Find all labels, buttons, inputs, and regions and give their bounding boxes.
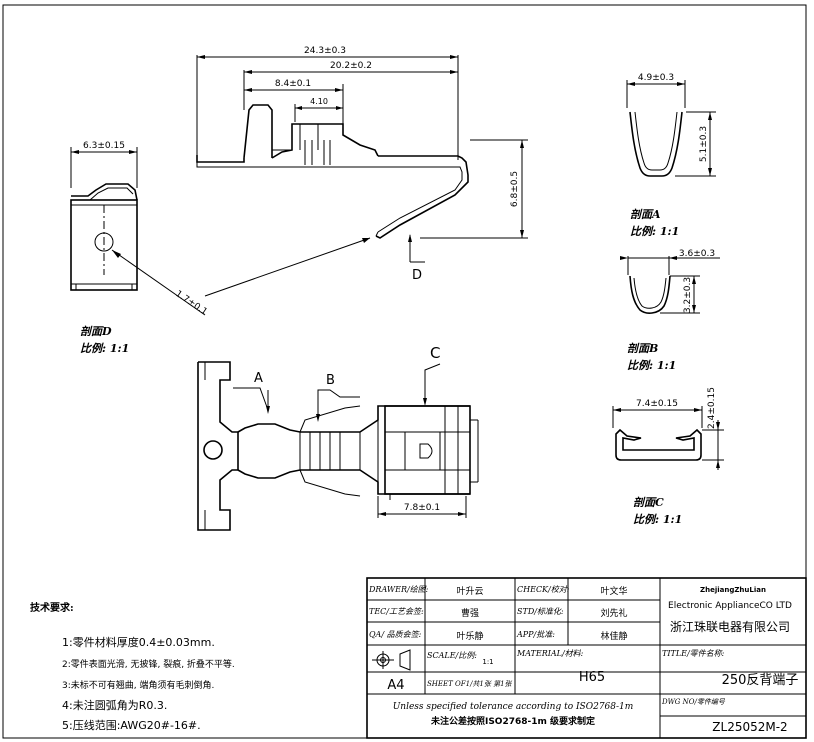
company-en-1: ZhejiangZhuLian	[700, 586, 766, 594]
note-2: 2:零件表面光滑, 无披锋, 裂痕, 折叠不平等.	[62, 658, 235, 670]
projection-symbol-icon	[372, 649, 411, 671]
plan-view: 7.8±0.1 A B C	[197, 344, 479, 531]
check-label: CHECK/校对:	[517, 585, 570, 594]
dim-20-2-text: 20.2±0.2	[330, 61, 372, 71]
sheet-size: A4	[387, 678, 404, 693]
drawer-value: 叶升云	[456, 586, 483, 597]
dim-6-3-text: 6.3±0.15	[83, 141, 125, 151]
title-block: DRAWER/绘图: 叶升云 CHECK/校对: 叶文华 TEC/工艺会签: 曹…	[366, 577, 807, 739]
dim-3-2-text: 3.2±0.3	[683, 277, 693, 313]
drawer-label: DRAWER/绘图:	[368, 585, 429, 594]
section-C-marker: C	[430, 344, 440, 362]
dwg-value: ZL25052M-2	[712, 720, 787, 734]
note-1: 1:零件材料厚度0.4±0.03mm.	[62, 635, 215, 649]
section-B-marker: B	[326, 373, 335, 388]
dim-8-4-text: 8.4±0.1	[275, 79, 311, 89]
technical-notes: 技术要求: 1:零件材料厚度0.4±0.03mm. 2:零件表面光滑, 无披锋,…	[30, 601, 235, 732]
qa-value: 叶乐静	[456, 630, 483, 642]
company-cn: 浙江珠联电器有限公司	[670, 620, 790, 634]
dim-1-7-text: 1.7±0.1	[173, 289, 209, 318]
dim-7-4-text: 7.4±0.15	[636, 399, 678, 409]
dwg-label: DWG NO/零件编号	[661, 698, 726, 706]
section-D-view: 6.3±0.15 1.7±0.1 剖面D 比例: 1:1	[70, 141, 371, 355]
dim-4-10-text: 4.10	[310, 97, 328, 106]
material-label: MATERIAL/材料:	[516, 649, 584, 658]
dim-3-6-text: 3.6±0.3	[679, 249, 715, 259]
company-en-2: Electronic ApplianceCO LTD	[668, 601, 792, 611]
std-label: STD/标准化:	[517, 607, 564, 616]
note-4: 4:未注圆弧角为R0.3.	[62, 698, 167, 712]
section-A-marker: A	[254, 371, 263, 386]
section-C-scale: 比例: 1:1	[633, 513, 682, 526]
note-5: 5:压线范围:AWG20#-16#.	[62, 718, 201, 732]
section-A-scale: 比例: 1:1	[630, 225, 679, 238]
dim-2-4-text: 2.4±0.15	[707, 387, 717, 429]
tec-label: TEC/工艺会签:	[369, 607, 424, 616]
section-D-label: D	[412, 268, 422, 283]
section-A-title: 剖面A	[630, 208, 661, 221]
sheet-count: SHEET OF1/共1张 第1张	[427, 680, 513, 688]
std-value: 刘先礼	[600, 607, 627, 619]
dim-5-1-text: 5.1±0.3	[699, 126, 709, 162]
tolerance-cn: 未注公差按照ISO2768-1m 级要求制定	[430, 715, 596, 727]
notes-title: 技术要求:	[30, 601, 74, 614]
dim-24-3-text: 24.3±0.3	[304, 46, 346, 56]
dim-6-8-text: 6.8±0.5	[510, 171, 520, 207]
dim-7-8-text: 7.8±0.1	[404, 503, 440, 513]
app-label: APP/批准:	[516, 630, 555, 639]
section-B-title: 剖面B	[627, 342, 658, 355]
section-C-view: 7.4±0.15 2.4±0.15 剖面C 比例: 1:1	[612, 387, 724, 526]
app-value: 林佳静	[600, 630, 627, 642]
qa-label: QA/ 品质会签:	[369, 630, 422, 639]
section-C-title: 剖面C	[633, 496, 664, 509]
side-view: 24.3±0.3 20.2±0.2 8.4±0.1 4.10	[196, 46, 528, 283]
dim-4-9-text: 4.9±0.3	[638, 73, 674, 83]
tolerance-en: Unless specified tolerance according to …	[393, 702, 634, 712]
title-value: 250反背端子	[722, 673, 799, 688]
section-D-title: 剖面D	[80, 325, 112, 338]
section-A-view: 4.9±0.3 5.1±0.3 剖面A 比例: 1:1	[626, 73, 716, 238]
scale-value: 1:1	[482, 658, 493, 666]
check-value: 叶文华	[600, 585, 627, 597]
material-value: H65	[579, 670, 605, 685]
section-D-scale: 比例: 1:1	[80, 342, 129, 355]
title-label: TITLE/零件名称:	[662, 649, 725, 658]
section-B-scale: 比例: 1:1	[627, 359, 676, 372]
scale-label: SCALE/比例:	[427, 651, 477, 660]
note-3: 3:未标不可有翘曲, 端角须有毛刺倒角.	[62, 679, 214, 691]
section-B-view: 3.6±0.3 3.2±0.3 剖面B 比例: 1:1	[620, 249, 720, 372]
tec-value: 曹强	[461, 607, 479, 619]
